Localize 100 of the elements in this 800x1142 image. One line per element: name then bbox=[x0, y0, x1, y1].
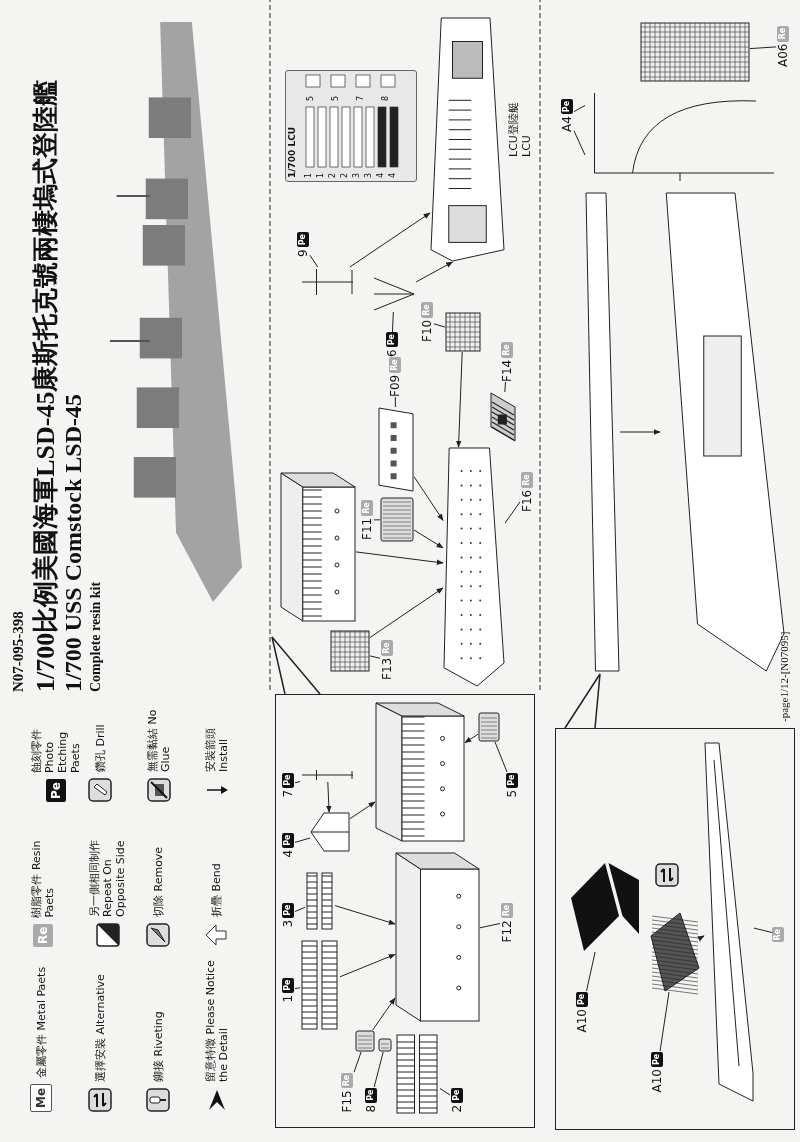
resin-part-badge: Re bbox=[389, 357, 401, 373]
title: 1/700比例美國海軍LSD-45康斯托克號兩棲塢式登陸艦 bbox=[30, 79, 61, 692]
legend-text: 無需黏結 No Glue bbox=[146, 708, 172, 772]
part-number: 4 bbox=[376, 172, 385, 178]
mesh-plate-part-drawing bbox=[649, 912, 700, 993]
legend-text: 樹脂零件 Resin Paets bbox=[30, 839, 56, 918]
legend-text: 安裝箭頭 Install bbox=[204, 727, 230, 772]
callout-box bbox=[555, 728, 795, 1130]
product-code: N07-095-398 bbox=[10, 611, 27, 692]
resin-part-badge: Re bbox=[521, 472, 533, 488]
leader-line bbox=[294, 837, 311, 843]
leader-line bbox=[294, 906, 306, 912]
leader-line bbox=[294, 987, 301, 989]
leader-line bbox=[573, 105, 586, 113]
part-number: F14 bbox=[500, 359, 514, 382]
arrow bbox=[464, 733, 479, 744]
leader-line bbox=[504, 381, 506, 393]
resin-part-badge: Re bbox=[777, 25, 789, 42]
kit-description: Complete resin kit bbox=[88, 581, 104, 692]
ship-photo bbox=[110, 22, 242, 602]
mast-part-drawing bbox=[299, 768, 355, 783]
railing-part-drawing bbox=[394, 1034, 440, 1115]
bracket-part-drawing bbox=[309, 812, 350, 853]
legend-text: 鑽孔 Drill bbox=[93, 723, 107, 772]
leader-line bbox=[494, 741, 508, 773]
resin-part-badge: Re bbox=[33, 923, 53, 947]
resin-part-badge: Re bbox=[771, 926, 784, 943]
part-number: A10 bbox=[649, 1069, 664, 1093]
ramp-part-drawing bbox=[490, 392, 516, 442]
resin-part-badge: Re bbox=[361, 500, 373, 516]
leader-line bbox=[394, 396, 396, 408]
arrow bbox=[413, 476, 444, 521]
part-number: F11 bbox=[360, 517, 374, 540]
part-number: A4 bbox=[560, 116, 574, 132]
part-number: 3 bbox=[364, 172, 373, 178]
photo-etch-badge: Pe bbox=[297, 232, 309, 248]
part-number: 3 bbox=[352, 172, 361, 178]
part-number: F16 bbox=[520, 489, 534, 512]
deck-edge-part-drawing bbox=[703, 742, 754, 1103]
part-number: 5 bbox=[331, 95, 340, 101]
superstructure-assembly-drawing bbox=[374, 702, 465, 843]
part-number: F15 bbox=[339, 1090, 354, 1113]
photo-etch-badge: Pe bbox=[281, 977, 294, 993]
leader-line bbox=[373, 1051, 384, 1088]
arrow bbox=[455, 351, 463, 448]
photo-etch-badge: Pe bbox=[46, 779, 66, 802]
leader-line bbox=[749, 46, 777, 50]
arrow bbox=[334, 905, 396, 925]
part-number: 7 bbox=[356, 95, 365, 101]
folded-plate-part-drawing bbox=[569, 862, 640, 953]
legend-text: 選擇安裝 Alternative bbox=[93, 973, 107, 1082]
part-number: 5 bbox=[306, 95, 315, 101]
leader-line bbox=[373, 519, 381, 521]
legend-text: 另一側相同制作 Repeat On Opposite Side bbox=[88, 839, 127, 917]
legend-text: 蝕刻零件 Photo Etching Paets bbox=[30, 728, 82, 774]
part-number: F12 bbox=[499, 920, 514, 943]
grating-part-drawing bbox=[330, 630, 370, 672]
mast-part-drawing bbox=[300, 267, 355, 297]
arrow bbox=[415, 261, 454, 283]
photo-etch-badge: Pe bbox=[386, 332, 398, 348]
small-part-drawing bbox=[477, 712, 500, 743]
part-number: 4 bbox=[280, 849, 295, 858]
arrow bbox=[372, 997, 396, 1031]
part-number: 1 bbox=[316, 172, 325, 178]
part-caption: LCU登陸艇 bbox=[507, 102, 520, 157]
resin-part-badge: Re bbox=[500, 902, 513, 919]
leader-line bbox=[294, 781, 301, 784]
part-number: 2 bbox=[449, 1104, 464, 1113]
leader-line bbox=[504, 501, 521, 524]
part-number: 8 bbox=[381, 95, 390, 101]
part-number: A06 bbox=[776, 43, 790, 67]
leader-line bbox=[439, 1088, 451, 1096]
photo-etch-badge: Pe bbox=[561, 98, 573, 115]
part-number: A10 bbox=[574, 1009, 589, 1033]
part-number: 1 bbox=[280, 994, 295, 1003]
arrow bbox=[369, 587, 444, 638]
part-number: 1 bbox=[304, 172, 313, 178]
part-number: F09 bbox=[388, 374, 402, 397]
part-number: F10 bbox=[420, 319, 434, 342]
arrow bbox=[697, 935, 705, 942]
leader-line bbox=[753, 927, 773, 933]
legend-text: 切除 Remove bbox=[151, 845, 165, 917]
photo-etch-badge: Pe bbox=[575, 991, 588, 1007]
leader-line bbox=[353, 1051, 362, 1073]
resin-part-badge: Re bbox=[501, 342, 513, 358]
part-number: 3 bbox=[280, 919, 295, 928]
small-part-drawing bbox=[377, 1038, 392, 1053]
arrow bbox=[349, 801, 376, 820]
landing-craft-drawing bbox=[430, 17, 505, 262]
side-wall-part-drawing bbox=[585, 192, 620, 672]
arrow bbox=[355, 551, 444, 565]
photo-etch-badge: Pe bbox=[281, 832, 294, 848]
leader-line bbox=[309, 254, 319, 268]
photo-etch-badge: Pe bbox=[364, 1087, 377, 1103]
grating-part-drawing bbox=[445, 312, 481, 352]
resin-part-badge: Re bbox=[340, 1072, 353, 1089]
deck-part-drawing bbox=[378, 407, 414, 492]
hull-part-drawing bbox=[443, 447, 505, 687]
part-number: 9 bbox=[296, 249, 310, 257]
arrow bbox=[349, 212, 431, 268]
